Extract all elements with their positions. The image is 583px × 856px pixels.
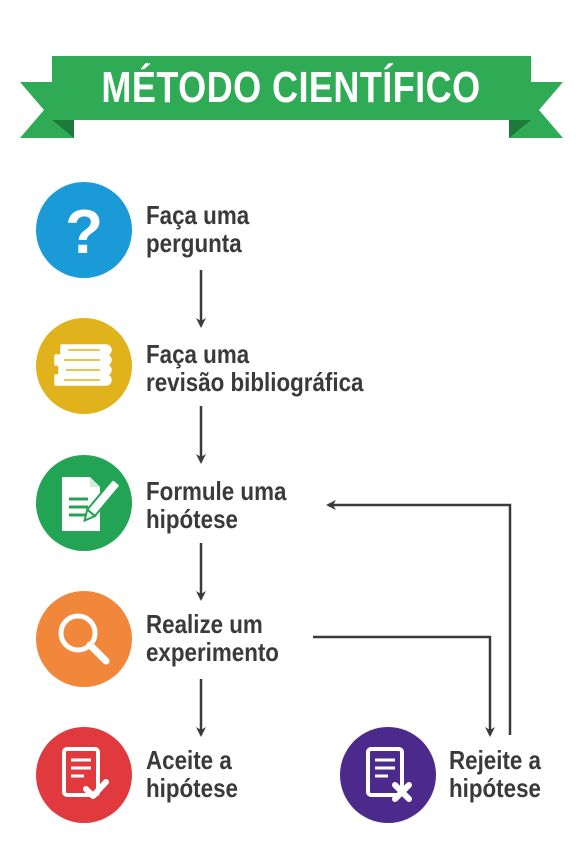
step-formulate-hypothesis-circle — [36, 455, 132, 551]
document-check-icon — [62, 747, 109, 799]
arrow-reject-to-formulate — [326, 500, 512, 735]
title-banner: MÉTODO CIENTÍFICO — [0, 0, 583, 150]
question-mark-icon: ? — [65, 198, 103, 267]
step-reject-hypothesis-circle — [340, 727, 436, 823]
arrow-experiment-to-reject — [313, 635, 495, 737]
page-title: MÉTODO CIENTÍFICO — [101, 63, 481, 112]
step-accept-hypothesis-label: Aceite a hipótese — [146, 745, 238, 803]
step-literature-review-label: Faça uma revisão bibliográfica — [146, 339, 364, 397]
banner-ribbon — [20, 56, 563, 138]
step-run-experiment-circle — [36, 591, 132, 687]
magnifying-glass-icon — [58, 613, 110, 665]
step-ask-question-circle: ? — [36, 182, 132, 278]
step-accept-hypothesis-circle — [36, 727, 132, 823]
step-reject-hypothesis-label: Rejeite a hipótese — [449, 745, 541, 803]
step-run-experiment-label: Realize um experimento — [146, 609, 279, 667]
step-formulate-hypothesis-label: Formule uma hipótese — [146, 476, 287, 534]
books-icon — [54, 344, 112, 386]
document-pencil-icon — [62, 477, 121, 531]
document-cross-icon — [366, 747, 412, 802]
step-ask-question-label: Faça uma pergunta — [146, 200, 250, 258]
svg-text:?: ? — [65, 198, 103, 267]
step-literature-review-circle — [36, 318, 132, 414]
